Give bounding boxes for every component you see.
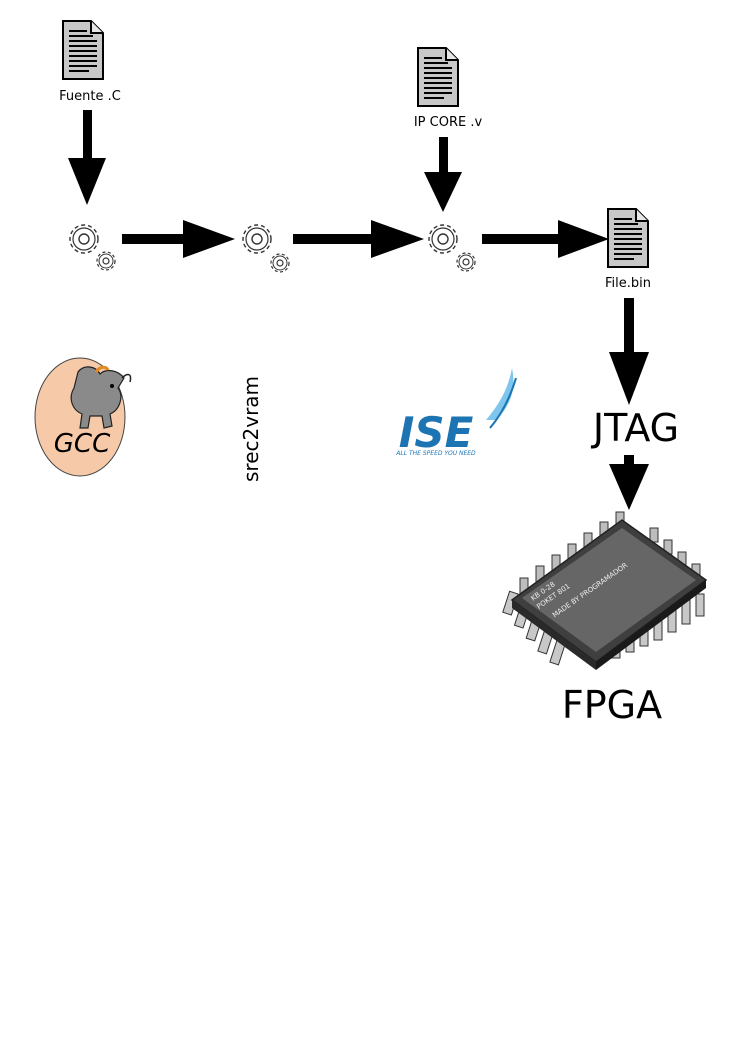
fpga-label: FPGA bbox=[562, 683, 662, 727]
convert-gear-icon bbox=[242, 224, 290, 273]
ise-logo-text: ISE bbox=[399, 408, 474, 457]
binary-file-label: File.bin bbox=[605, 276, 651, 291]
arrow-icon bbox=[609, 455, 649, 510]
source-file-icon bbox=[62, 20, 104, 80]
ise-logo: ISE ALL THE SPEED YOU NEED bbox=[395, 368, 517, 457]
arrow-icon bbox=[609, 298, 649, 405]
ipcore-file-label: IP CORE .v bbox=[414, 115, 483, 130]
synthesis-gear-icon bbox=[428, 224, 476, 272]
binary-file-icon bbox=[607, 208, 649, 268]
srec-tool-label: srec2vram bbox=[239, 376, 263, 482]
gcc-logo: GCC bbox=[34, 357, 132, 477]
compile-gear-icon bbox=[69, 224, 116, 271]
ipcore-file-icon bbox=[417, 47, 459, 107]
jtag-label: JTAG bbox=[591, 406, 679, 450]
arrow-icon bbox=[293, 220, 424, 258]
arrow-icon bbox=[68, 110, 106, 205]
source-file-label: Fuente .C bbox=[59, 89, 121, 104]
arrow-icon bbox=[122, 220, 235, 258]
arrow-icon bbox=[482, 220, 609, 258]
arrow-icon bbox=[424, 137, 462, 212]
chip-icon: KB 0-28 POKET 801 MADE BY PROGRAMADOR bbox=[502, 511, 708, 670]
gcc-logo-text: GCC bbox=[54, 429, 111, 459]
ise-logo-tagline: ALL THE SPEED YOU NEED bbox=[395, 450, 476, 457]
